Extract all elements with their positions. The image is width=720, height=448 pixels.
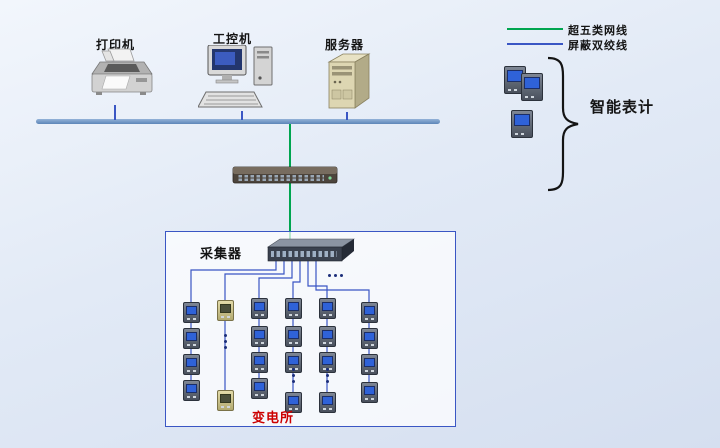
meter-icon bbox=[251, 326, 268, 347]
shielded-pair-legend-line bbox=[507, 43, 563, 45]
smart-meter-icon bbox=[504, 66, 526, 94]
meter-icon bbox=[251, 298, 268, 319]
smart-meters-label: 智能表计 bbox=[590, 99, 655, 116]
meter-icon bbox=[183, 302, 200, 323]
meter-icon bbox=[319, 392, 336, 413]
meter-icon bbox=[251, 378, 268, 399]
meter-icon bbox=[285, 298, 302, 319]
server-icon bbox=[327, 53, 371, 109]
meter-icon bbox=[361, 354, 378, 375]
meter-icon bbox=[285, 352, 302, 373]
cat5e-legend-label: 超五类网线 bbox=[568, 25, 628, 37]
collector-icon bbox=[267, 238, 355, 262]
meter-icon bbox=[319, 298, 336, 319]
shielded-pair-legend-label: 屏蔽双绞线 bbox=[568, 40, 628, 52]
server-drop-line bbox=[346, 112, 348, 120]
cat5e-bus-to-switch-line bbox=[289, 124, 291, 167]
meter-icon bbox=[319, 326, 336, 347]
industrial-pc-drop-line bbox=[241, 111, 243, 120]
meter-icon bbox=[285, 392, 302, 413]
meter-icon bbox=[183, 328, 200, 349]
meter-icon bbox=[183, 380, 200, 401]
cat5e-legend-line bbox=[507, 28, 563, 30]
smart-meter-icon bbox=[511, 110, 533, 138]
industrial-pc-icon bbox=[198, 45, 273, 108]
meter-icon bbox=[217, 390, 234, 411]
server-label: 服务器 bbox=[325, 38, 365, 52]
ellipsis-dots bbox=[328, 274, 331, 277]
meter-icon bbox=[285, 326, 302, 347]
meter-icon bbox=[319, 352, 336, 373]
cat5e-switch-to-collector-line bbox=[289, 183, 291, 240]
substation-label: 变电所 bbox=[252, 410, 295, 425]
smart-meter-icon bbox=[521, 73, 543, 101]
network-bus-line bbox=[36, 119, 440, 124]
switch-icon bbox=[232, 166, 338, 184]
meter-icon bbox=[183, 354, 200, 375]
ellipsis-dots bbox=[292, 368, 295, 371]
meter-icon bbox=[217, 300, 234, 321]
industrial-pc-label: 工控机 bbox=[213, 32, 253, 46]
printer-drop-line bbox=[114, 105, 116, 120]
meter-icon bbox=[361, 328, 378, 349]
printer-icon bbox=[91, 48, 153, 95]
meter-icon bbox=[361, 382, 378, 403]
ellipsis-dots bbox=[224, 334, 227, 337]
printer-label: 打印机 bbox=[96, 38, 136, 52]
meter-icon bbox=[251, 352, 268, 373]
collector-label: 采集器 bbox=[200, 246, 243, 261]
curly-brace bbox=[547, 56, 579, 192]
ellipsis-dots bbox=[326, 368, 329, 371]
meter-icon bbox=[361, 302, 378, 323]
